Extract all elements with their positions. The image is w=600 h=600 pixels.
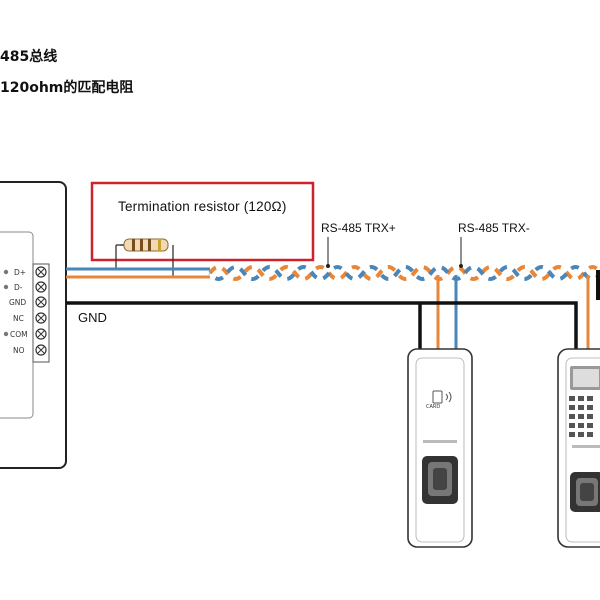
keypad-reader-device [557, 348, 600, 548]
termination-resistor-label: Termination resistor (120Ω) [118, 199, 287, 214]
termination-highlight-box [90, 181, 315, 262]
termination-resistor [115, 238, 174, 277]
terminal-block [3, 263, 50, 363]
reader-drop-wires [436, 275, 590, 350]
terminal-label-d-plus: D+ [14, 268, 27, 277]
header-line-2: 120ohm的匹配电阻 [0, 80, 134, 96]
terminal-label-d-minus: D- [14, 283, 23, 292]
terminal-label-gnd: GND [9, 298, 27, 307]
trx-minus-label: RS-485 TRX- [458, 221, 530, 235]
label-pointers [326, 237, 463, 268]
twisted-pair-cable [208, 265, 600, 281]
card-reader-device [407, 348, 473, 548]
gnd-wire [66, 301, 578, 350]
card-icon [432, 390, 452, 404]
terminal-label-nc: NC [13, 314, 24, 323]
keypad [569, 396, 593, 437]
gnd-label: GND [78, 310, 107, 325]
header-line-1: 485总线 [0, 49, 58, 65]
fingerprint-sensor-2 [570, 472, 600, 512]
fingerprint-sensor [422, 456, 458, 504]
controller-panel [0, 181, 67, 469]
trx-plus-label: RS-485 TRX+ [321, 221, 396, 235]
reader-card-label: CARD [426, 404, 441, 410]
controller-wires [66, 267, 210, 279]
terminal-label-no: NO [13, 346, 25, 355]
terminal-label-com: COM [10, 330, 28, 339]
